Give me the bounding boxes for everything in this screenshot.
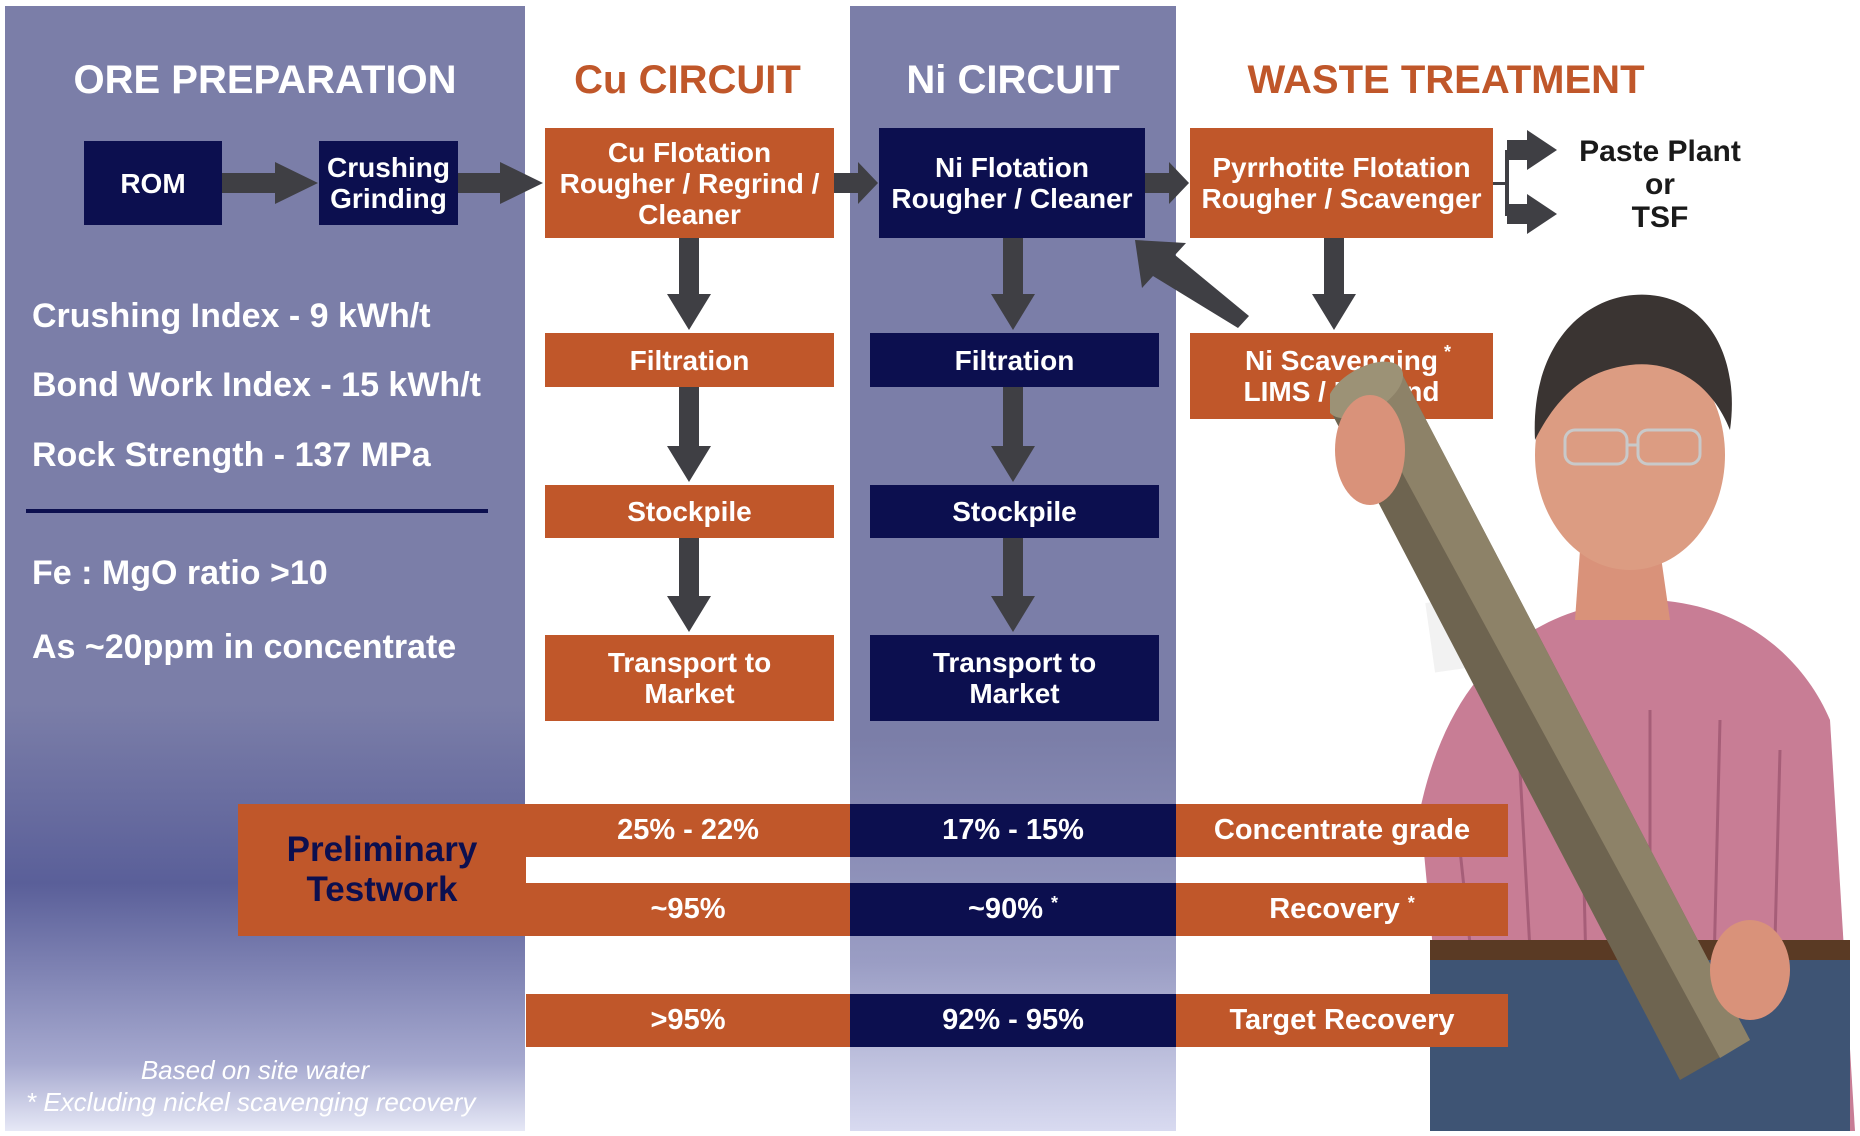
- crushing-index-text: Crushing Index - 9 kWh/t: [32, 297, 431, 335]
- arrow-ni-filtration-to-stockpile: [991, 387, 1035, 482]
- ni-transport-box: Transport to Market: [870, 635, 1159, 721]
- arrow-cu-flotation-to-filtration: [667, 238, 711, 330]
- arrow-cu-to-ni-flotation: [834, 162, 878, 204]
- cu-stockpile-box: Stockpile: [545, 485, 834, 538]
- cu-concentrate-grade-cell: 25% - 22%: [526, 804, 850, 857]
- arrow-crushing-to-cu-flotation: [458, 162, 543, 204]
- footnote-site-water: Based on site water: [140, 1055, 370, 1085]
- cu-recovery-cell: ~95%: [526, 883, 850, 936]
- header-waste-treatment: WASTE TREATMENT: [1247, 58, 1645, 102]
- header-ni-circuit: Ni CIRCUIT: [906, 58, 1120, 102]
- header-cu-circuit: Cu CIRCUIT: [574, 58, 801, 102]
- ni-recovery-asterisk: *: [1050, 893, 1058, 913]
- ni-scavenging-asterisk: *: [1444, 342, 1452, 362]
- preliminary-testwork-label: Preliminary Testwork: [238, 804, 526, 936]
- cu-flotation-box: Cu Flotation Rougher / Regrind / Cleaner: [545, 128, 834, 238]
- rom-box: ROM: [84, 141, 222, 225]
- recovery-label: Recovery: [1269, 893, 1400, 925]
- cu-filtration-box: Filtration: [545, 333, 834, 387]
- arsenic-text: As ~20ppm in concentrate: [32, 628, 457, 666]
- ni-stockpile-box: Stockpile: [870, 485, 1159, 538]
- arrow-ni-flotation-to-filtration: [991, 238, 1035, 330]
- target-recovery-label: Target Recovery: [1176, 994, 1508, 1047]
- arrow-to-paste-plant: [1507, 130, 1557, 170]
- crushing-grinding-box: Crushing Grinding: [319, 141, 458, 225]
- arrow-ni-stockpile-to-transport: [991, 538, 1035, 632]
- footnote-excluding-nickel: * Excluding nickel scavenging recovery: [26, 1087, 476, 1117]
- ni-recovery-cell: ~90% *: [850, 883, 1176, 936]
- arrow-scavenging-to-ni-flotation: [1135, 240, 1249, 328]
- header-ore-preparation: ORE PREPARATION: [73, 58, 457, 102]
- cu-transport-box: Transport to Market: [545, 635, 834, 721]
- arrow-to-tsf: [1507, 194, 1557, 234]
- arrow-cu-stockpile-to-transport: [667, 538, 711, 632]
- arrow-pyrrhotite-to-scavenging: [1312, 238, 1356, 330]
- arrow-ni-to-pyrrhotite: [1145, 162, 1189, 204]
- rock-strength-text: Rock Strength - 137 MPa: [32, 436, 431, 474]
- arrow-cu-filtration-to-stockpile: [667, 387, 711, 482]
- concentrate-grade-label: Concentrate grade: [1176, 804, 1508, 857]
- ni-concentrate-grade-cell: 17% - 15%: [850, 804, 1176, 857]
- ni-filtration-box: Filtration: [870, 333, 1159, 387]
- arrow-rom-to-crushing: [222, 162, 318, 204]
- bond-work-index-text: Bond Work Index - 15 kWh/t: [32, 366, 481, 404]
- ni-scavenging-box: Ni Scavenging LIMS / Regrind *: [1190, 333, 1493, 419]
- ni-target-recovery-cell: 92% - 95%: [850, 994, 1176, 1047]
- recovery-label-cell: Recovery *: [1176, 883, 1508, 936]
- cu-target-recovery-cell: >95%: [526, 994, 850, 1047]
- ni-flotation-box: Ni Flotation Rougher / Cleaner: [879, 128, 1145, 238]
- divider-line: [26, 509, 488, 513]
- paste-plant-tsf-text: Paste Plant or TSF: [1579, 134, 1741, 234]
- recovery-label-asterisk: *: [1407, 893, 1415, 913]
- fe-mgo-ratio-text: Fe : MgO ratio >10: [32, 554, 328, 592]
- ni-recovery-value: ~90%: [968, 893, 1043, 925]
- pyrrhotite-flotation-box: Pyrrhotite Flotation Rougher / Scavenger: [1190, 128, 1493, 238]
